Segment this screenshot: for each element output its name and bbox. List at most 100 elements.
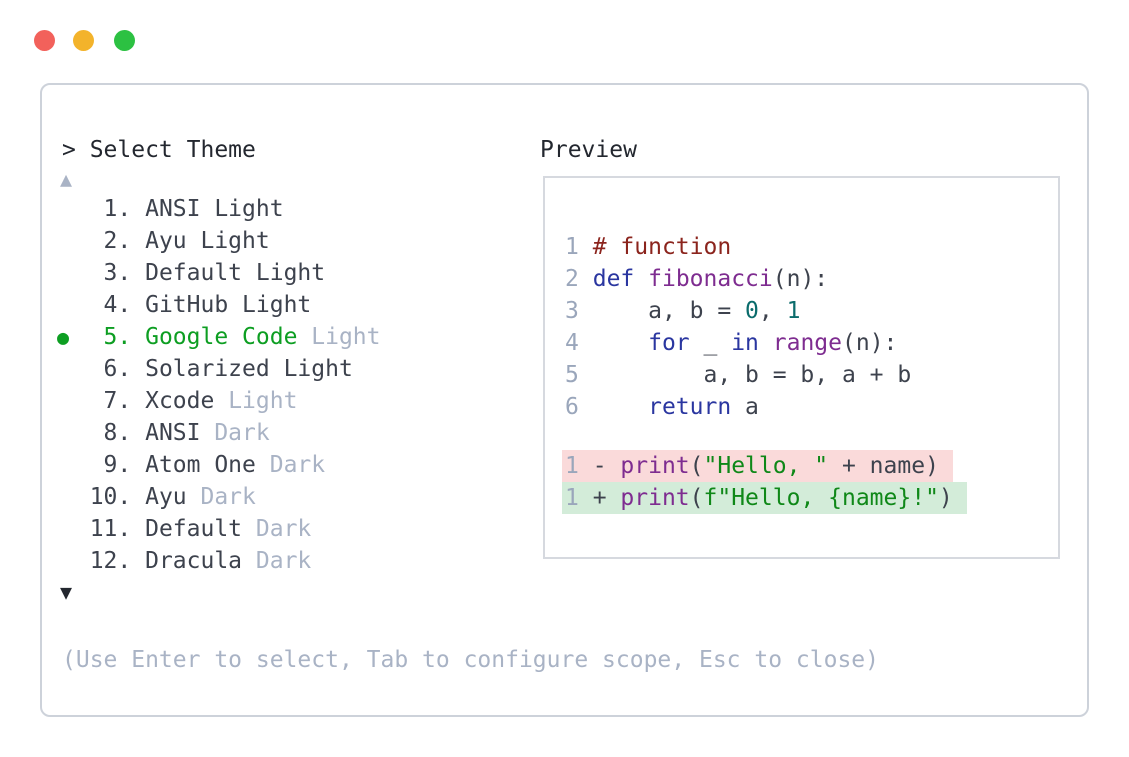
theme-list-item-xcode[interactable]: 7. Xcode Light <box>62 385 381 417</box>
code-token: 0 <box>745 298 759 324</box>
code-token: , <box>758 298 787 324</box>
scroll-up-icon[interactable]: ▲ <box>60 167 73 191</box>
theme-item-number: 5. <box>62 324 146 350</box>
code-token: 1 <box>786 298 801 324</box>
theme-item-variant: Dark <box>242 548 312 574</box>
code-token <box>579 394 648 420</box>
code-token <box>579 266 593 292</box>
theme-item-number: 6. <box>62 356 146 382</box>
code-token: print <box>620 453 690 479</box>
code-token <box>579 234 593 260</box>
code-token: _ <box>689 330 732 356</box>
code-token: ( <box>689 453 704 479</box>
code-line: 1 # function <box>565 231 967 263</box>
theme-item-number: 3. <box>62 260 146 286</box>
theme-item-number: 7. <box>62 388 146 414</box>
theme-list-item-atom-one[interactable]: 9. Atom One Dark <box>62 449 381 481</box>
code-token: for <box>648 330 690 356</box>
theme-picker-dialog: > Select Theme ▲ 1. ANSI Light 2. Ayu Li… <box>40 83 1089 717</box>
code-token: fibonacci <box>648 266 773 292</box>
theme-item-number: 1. <box>62 196 146 222</box>
diff-highlight-removed: 1 - print("Hello, " + name) <box>562 450 953 482</box>
theme-list-item-solarized-light[interactable]: 6. Solarized Light <box>62 353 381 385</box>
theme-item-variant: Dark <box>242 516 312 542</box>
code-token: def <box>592 266 635 292</box>
theme-list-item-ayu[interactable]: 10. Ayu Dark <box>62 481 381 513</box>
selected-indicator-icon: ● <box>57 325 70 349</box>
theme-item-name: ANSI Light <box>145 196 284 222</box>
diff-line-removed: 1 - print("Hello, " + name) <box>562 450 967 482</box>
theme-item-number: 2. <box>62 228 146 254</box>
select-theme-prompt: > Select Theme <box>62 137 256 163</box>
theme-list: 1. ANSI Light 2. Ayu Light 3. Default Li… <box>57 193 381 577</box>
code-token: return <box>648 394 732 420</box>
code-token: + <box>578 485 621 511</box>
code-token: a, b = b, a + b <box>578 362 912 388</box>
theme-list-item-dracula[interactable]: 12. Dracula Dark <box>62 545 381 577</box>
close-button-icon[interactable] <box>34 30 55 51</box>
theme-list-item-ayu-light[interactable]: 2. Ayu Light <box>62 225 381 257</box>
theme-item-number: 12. <box>62 548 146 574</box>
code-token <box>759 330 773 356</box>
theme-item-variant: Dark <box>200 420 270 446</box>
code-line: 4 for _ in range(n): <box>565 327 967 359</box>
code-line: 2 def fibonacci(n): <box>565 263 967 295</box>
code-token: - <box>578 453 621 479</box>
diff-highlight-added: 1 + print(f"Hello, {name}!") <box>562 482 967 514</box>
code-token: 1 <box>565 453 579 479</box>
theme-item-variant: Light <box>297 324 381 350</box>
theme-item-name: Ayu Light <box>145 228 270 254</box>
code-token: a, b = <box>578 298 746 324</box>
theme-item-number: 9. <box>62 452 146 478</box>
code-token: a <box>731 394 759 420</box>
code-token: 2 <box>565 266 579 292</box>
theme-item-name: Xcode <box>145 388 215 414</box>
code-line: 6 return a <box>565 391 967 423</box>
theme-item-number: 4. <box>62 292 146 318</box>
theme-list-item-default-light[interactable]: 3. Default Light <box>62 257 381 289</box>
code-line: 5 a, b = b, a + b <box>565 359 967 391</box>
theme-item-variant: Dark <box>255 452 326 478</box>
code-token: # function <box>592 234 732 260</box>
code-token: print <box>620 485 690 511</box>
theme-item-name: Ayu <box>145 484 187 510</box>
theme-item-number: 10. <box>62 484 146 510</box>
zoom-button-icon[interactable] <box>114 30 135 51</box>
code-token: range <box>772 330 843 356</box>
theme-item-number: 11. <box>62 516 146 542</box>
theme-list-item-google-code[interactable]: ● 5. Google Code Light <box>57 321 381 353</box>
code-token: ) <box>938 485 953 511</box>
code-token: 5 <box>565 362 579 388</box>
code-token <box>579 330 648 356</box>
code-token: (n): <box>772 266 829 292</box>
theme-item-name: Solarized Light <box>145 356 353 382</box>
code-token: 4 <box>565 330 579 356</box>
theme-list-item-github-light[interactable]: 4. GitHub Light <box>62 289 381 321</box>
code-token: (n): <box>842 330 898 356</box>
diff-line-added: 1 + print(f"Hello, {name}!") <box>562 482 967 514</box>
code-line: 3 a, b = 0, 1 <box>565 295 967 327</box>
theme-list-item-ansi[interactable]: 8. ANSI Dark <box>62 417 381 449</box>
code-token: ( <box>689 485 704 511</box>
theme-item-name: Atom One <box>145 452 256 478</box>
code-token: 3 <box>565 298 579 324</box>
theme-list-item-default[interactable]: 11. Default Dark <box>62 513 381 545</box>
code-token: 6 <box>565 394 579 420</box>
preview-label: Preview <box>540 137 637 163</box>
code-blank-line <box>565 423 967 450</box>
scroll-down-icon[interactable]: ▼ <box>60 580 73 604</box>
minimize-button-icon[interactable] <box>73 30 94 51</box>
theme-item-number: 8. <box>62 420 146 446</box>
code-token <box>634 266 648 292</box>
theme-item-name: ANSI <box>145 420 201 446</box>
theme-list-item-ansi-light[interactable]: 1. ANSI Light <box>62 193 381 225</box>
theme-item-name: Default Light <box>145 260 326 286</box>
theme-item-name: Default <box>145 516 243 542</box>
code-token: 1 <box>565 485 579 511</box>
code-token: f"Hello, {name}!" <box>703 485 939 511</box>
code-token: "Hello, " <box>703 453 829 479</box>
code-token: 1 <box>565 234 579 260</box>
theme-item-name: GitHub Light <box>145 292 312 318</box>
